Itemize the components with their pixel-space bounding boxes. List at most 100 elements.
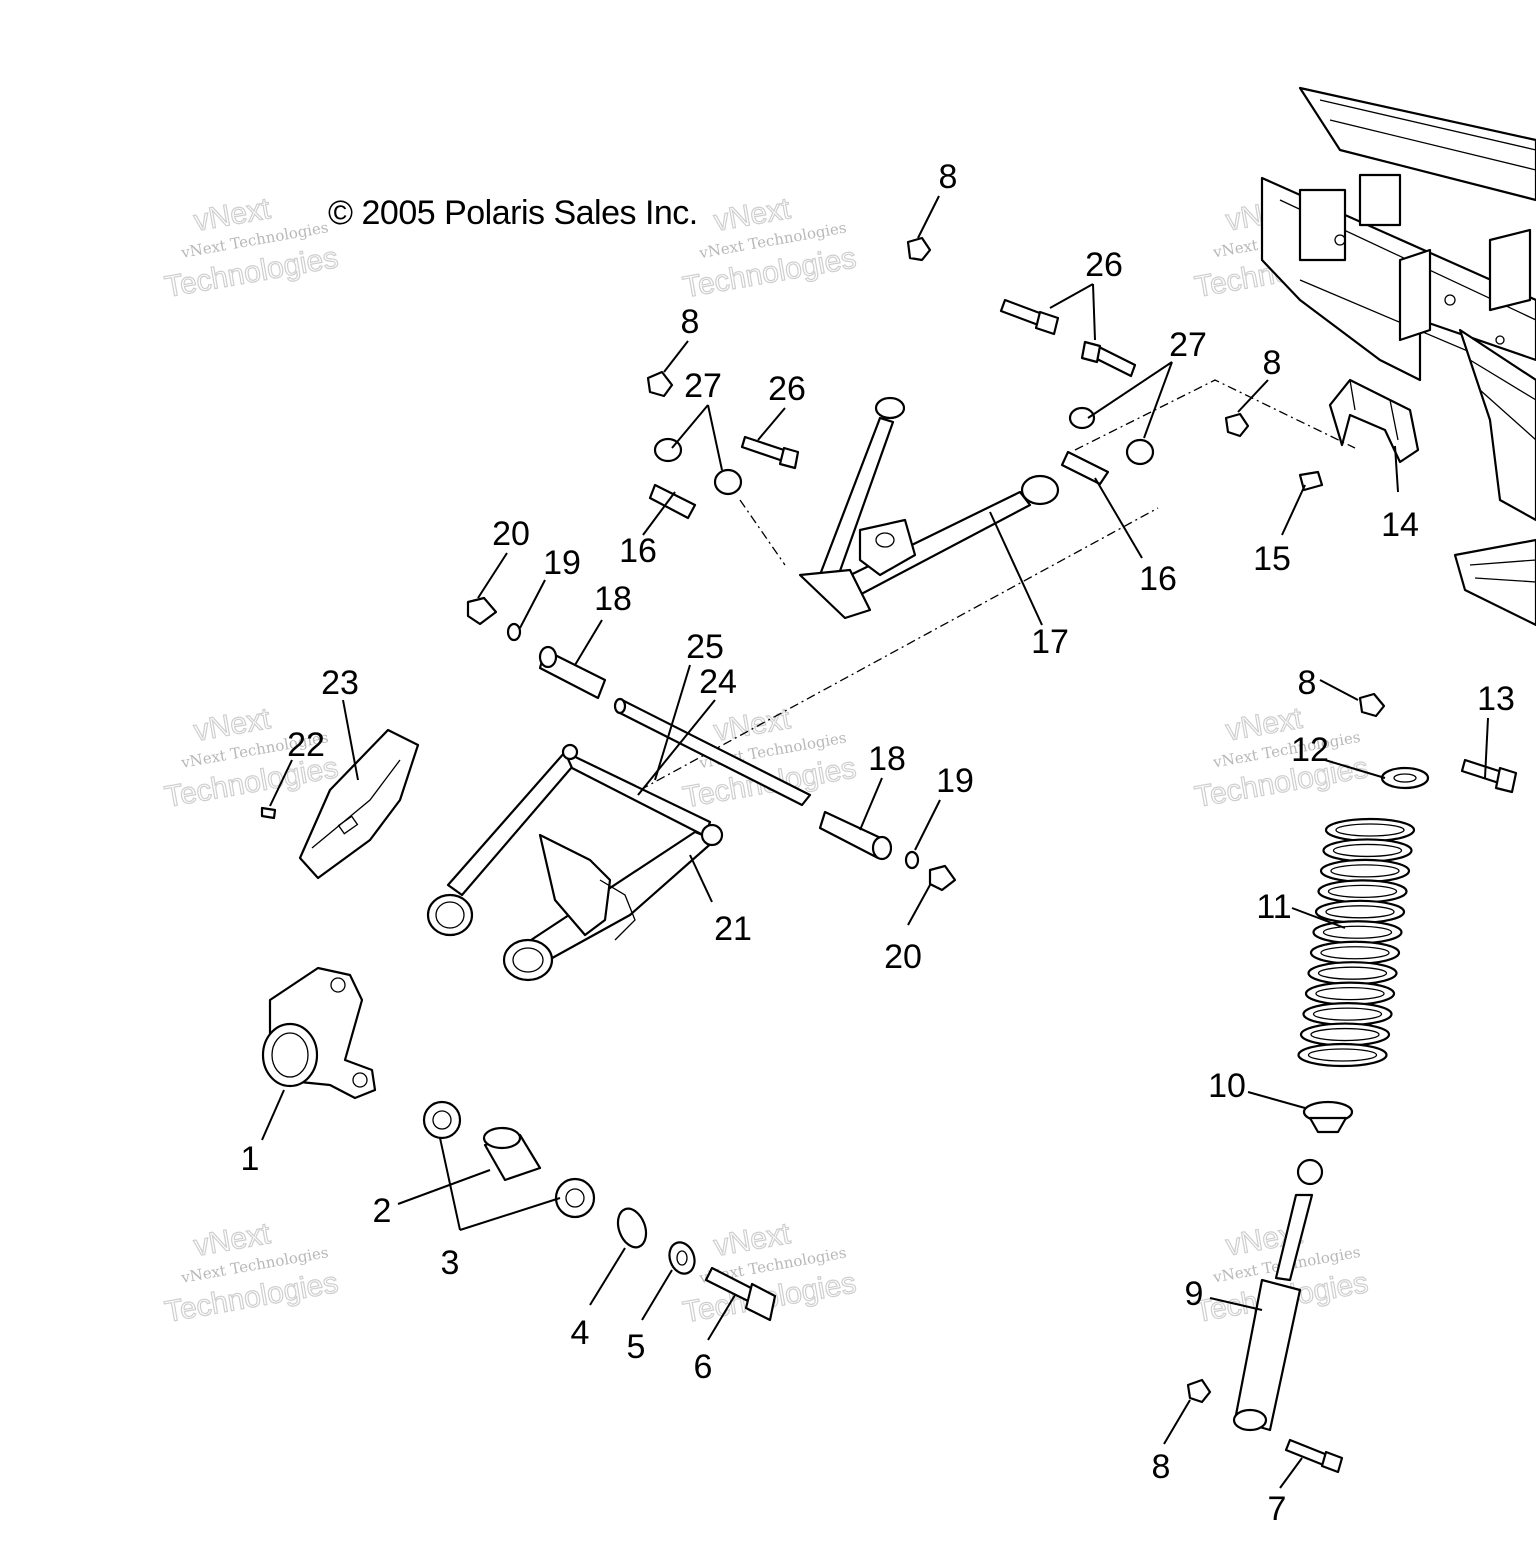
callout-18: 18 xyxy=(594,580,632,618)
callout-3: 3 xyxy=(441,1244,460,1282)
lower-a-arm xyxy=(426,743,724,982)
nut-8-right xyxy=(1224,412,1250,438)
upper-a-arm xyxy=(798,396,1060,620)
callout-20: 20 xyxy=(492,515,530,553)
centerlines xyxy=(639,379,1356,791)
shock-bracket xyxy=(1328,378,1420,464)
spring-coil xyxy=(1314,899,1406,924)
callout-27: 27 xyxy=(1169,326,1207,364)
a-arm-guard xyxy=(298,728,420,880)
callout-labels: 8 8 27 26 26 27 8 14 15 16 16 17 20 19 1… xyxy=(241,158,1515,1528)
callout-5: 5 xyxy=(627,1328,646,1366)
spring-seat xyxy=(1302,1100,1354,1134)
spring-coil-inner xyxy=(1327,884,1398,899)
shock-bolt-7 xyxy=(1284,1438,1344,1474)
spacer-tube xyxy=(482,1126,542,1182)
callout-26: 26 xyxy=(1085,246,1123,284)
bolt-26-b xyxy=(999,298,1060,336)
guard-screw xyxy=(260,806,277,820)
spring-coil-inner xyxy=(1330,864,1400,878)
callout-4: 4 xyxy=(571,1314,590,1352)
upper-shaft-left xyxy=(648,483,697,520)
spring-coil xyxy=(1317,879,1408,904)
watermark-top-center: vNext vNext Technologies Technologies xyxy=(680,191,859,305)
nut-8-top xyxy=(906,236,932,262)
callout-8: 8 xyxy=(1263,344,1282,382)
callout-15: 15 xyxy=(1253,540,1291,578)
upper-shaft-right xyxy=(1060,450,1110,486)
spring-coil xyxy=(1322,838,1413,863)
callout-17: 17 xyxy=(1031,623,1069,661)
pivot-bushing-lower xyxy=(818,810,893,861)
callout-9: 9 xyxy=(1185,1275,1204,1313)
spring-coil xyxy=(1312,920,1403,945)
spring-coil xyxy=(1299,1022,1391,1047)
large-washer xyxy=(616,1207,648,1249)
spring-coil xyxy=(1324,817,1416,843)
callout-19: 19 xyxy=(936,762,974,800)
washer-19-upper xyxy=(506,622,522,642)
callout-25: 25 xyxy=(686,628,724,666)
watermark-top-left: vNext vNext Technologies Technologies xyxy=(162,191,341,304)
pivot-bushing-upper xyxy=(538,645,607,700)
bolt-20-lower xyxy=(928,864,957,892)
spring-coil-inner xyxy=(1322,925,1393,939)
leader-lines xyxy=(261,195,1489,1489)
callout-13: 13 xyxy=(1477,680,1515,718)
callout-8: 8 xyxy=(1298,664,1317,702)
spring-coil-inner xyxy=(1320,946,1390,960)
carrier-bolt xyxy=(704,1266,777,1322)
callout-8: 8 xyxy=(1152,1448,1171,1486)
callout-12: 12 xyxy=(1291,731,1329,769)
spring-coil xyxy=(1304,981,1396,1006)
callout-23: 23 xyxy=(321,664,359,702)
callout-18: 18 xyxy=(868,740,906,778)
spring-coil xyxy=(1297,1042,1388,1068)
callout-8: 8 xyxy=(681,303,700,341)
spring-coil-inner xyxy=(1335,823,1405,837)
spring-coil-inner xyxy=(1312,1007,1383,1021)
watermark-mid-right: vNext vNext Technologies Technologies xyxy=(1192,701,1371,815)
callout-6: 6 xyxy=(694,1348,713,1386)
bushing-27-c xyxy=(1068,406,1096,430)
nut-8-shock-top xyxy=(1358,692,1386,718)
callout-1: 1 xyxy=(241,1140,260,1178)
bolt-26-a xyxy=(740,435,800,470)
spring-coil-inner xyxy=(1307,1048,1378,1062)
callout-11: 11 xyxy=(1256,888,1291,926)
callout-21: 21 xyxy=(714,910,752,948)
nut-8-bottom xyxy=(1186,1378,1212,1404)
callout-20: 20 xyxy=(884,938,922,976)
spring-coil-inner xyxy=(1325,905,1395,919)
bolt-26-c xyxy=(1080,340,1137,378)
spring-coil xyxy=(1309,940,1401,965)
callout-10: 10 xyxy=(1208,1067,1246,1105)
bolt-20-upper xyxy=(466,596,498,626)
bearing-lower xyxy=(554,1177,596,1219)
shock-bolt-13 xyxy=(1460,758,1518,794)
callout-16: 16 xyxy=(619,532,657,570)
watermark-bottom-left: vNext vNext Technologies Technologies xyxy=(162,1216,341,1329)
callout-16: 16 xyxy=(1139,560,1177,598)
callout-7: 7 xyxy=(1268,1490,1287,1528)
callout-19: 19 xyxy=(543,544,581,582)
callout-8: 8 xyxy=(939,158,958,196)
bearing-carrier xyxy=(261,966,377,1100)
coil-spring xyxy=(1297,817,1416,1068)
callout-14: 14 xyxy=(1381,506,1419,544)
spring-retainer xyxy=(1380,766,1430,790)
spring-coil-inner xyxy=(1315,986,1385,1001)
pivot-shaft xyxy=(613,697,812,807)
nut-8-upper-left xyxy=(646,370,674,398)
spring-coil-inner xyxy=(1310,1027,1380,1042)
callout-27: 27 xyxy=(684,367,722,405)
bushing-27-d xyxy=(1125,438,1155,466)
callout-26: 26 xyxy=(768,370,806,408)
spring-coil xyxy=(1307,961,1398,986)
spring-coil xyxy=(1319,858,1411,884)
frame-chassis xyxy=(1260,86,1536,627)
copyright-notice: © 2005 Polaris Sales Inc. xyxy=(328,194,698,232)
bushing-27-b xyxy=(713,468,743,496)
